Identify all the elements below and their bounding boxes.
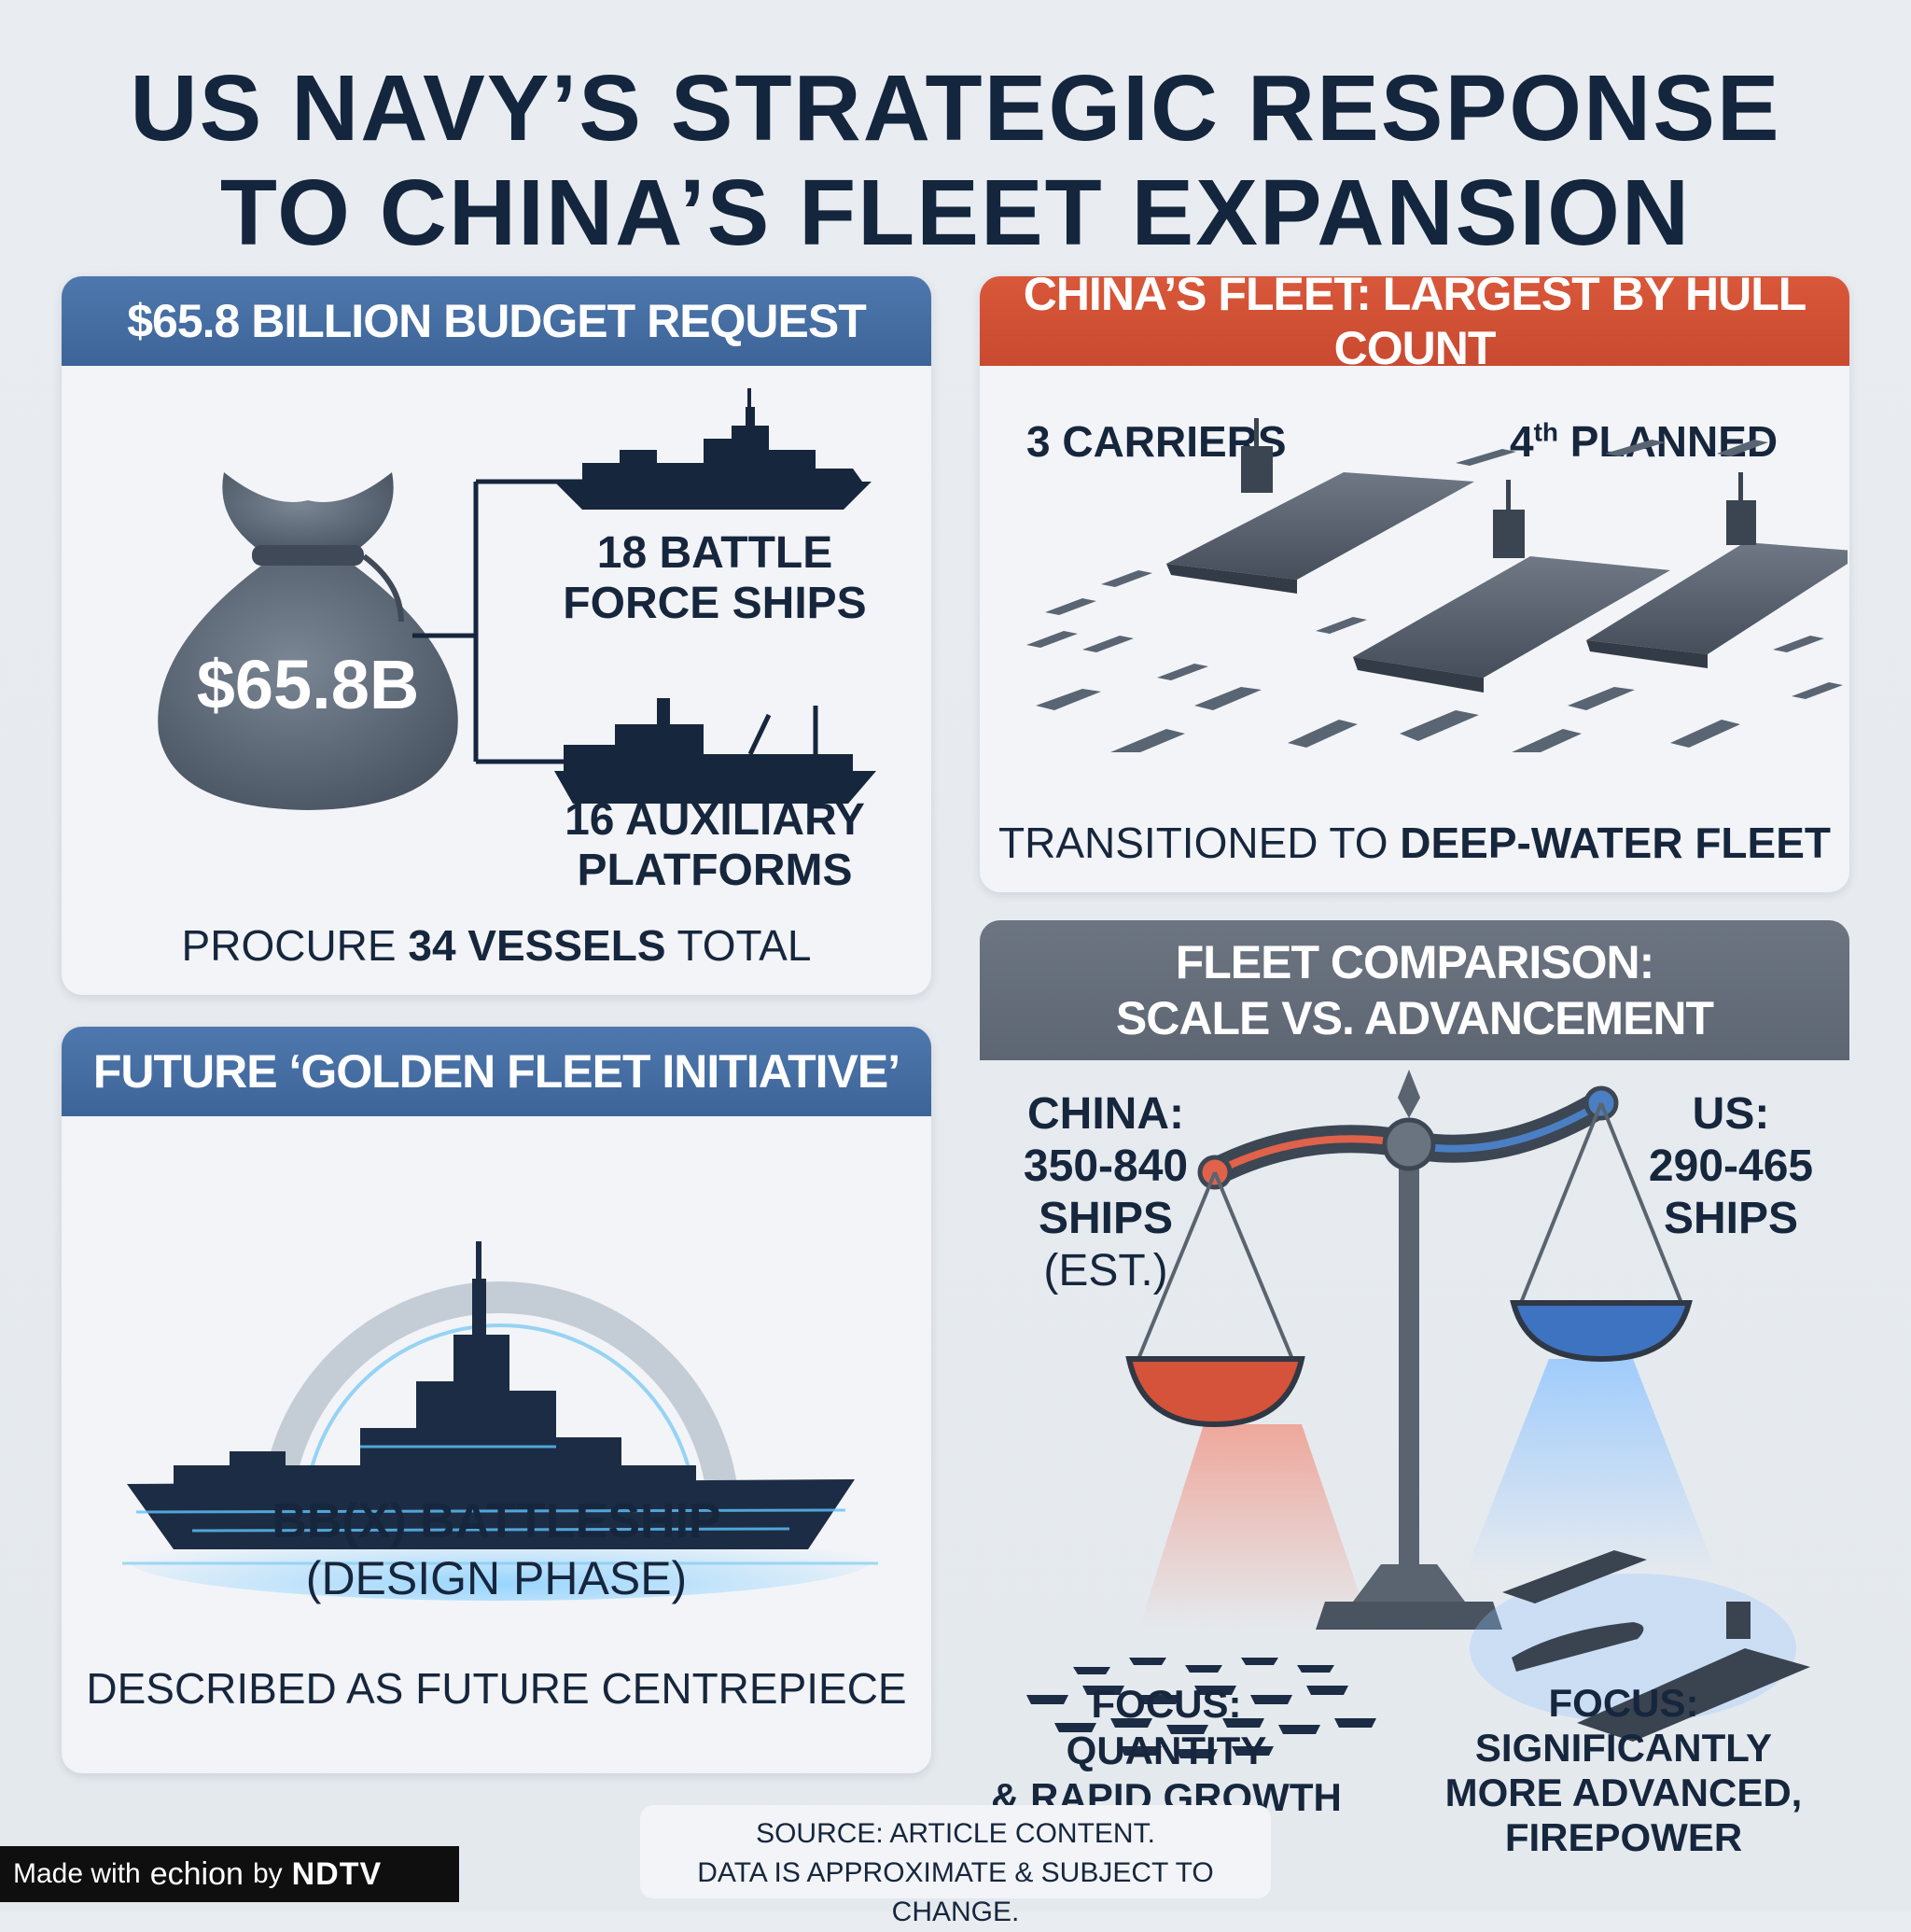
escort-ships bbox=[1026, 440, 1843, 752]
us-count-line-1: US: bbox=[1692, 1089, 1770, 1139]
china-count-line-4: (EST.) bbox=[1043, 1246, 1168, 1295]
bracket-connector bbox=[412, 479, 599, 764]
auxiliary-line-2: PLATFORMS bbox=[577, 846, 853, 895]
by-text: by bbox=[252, 1858, 283, 1889]
echion-logo: echion bbox=[149, 1855, 244, 1892]
comparison-header-line-2: SCALE VS. ADVANCEMENT bbox=[1115, 992, 1714, 1044]
source-line-1: SOURCE: ARTICLE CONTENT. bbox=[756, 1818, 1155, 1849]
china-fleet-header: CHINA’S FLEET: LARGEST BY HULL COUNT bbox=[980, 276, 1849, 374]
china-count-line-3: SHIPS bbox=[1038, 1194, 1174, 1243]
procure-suffix: TOTAL bbox=[665, 921, 812, 970]
planned-text: PLANNED bbox=[1558, 417, 1778, 466]
planned-number: 4 bbox=[1510, 417, 1534, 466]
battle-force-label: 18 BATTLE FORCE SHIPS bbox=[547, 528, 883, 629]
carrier-icon-3 bbox=[1586, 472, 1848, 668]
money-bag-icon bbox=[158, 472, 458, 810]
us-focus-label: FOCUS: SIGNIFICANTLY MORE ADVANCED, FIRE… bbox=[1400, 1681, 1848, 1854]
budget-header: $65.8 BILLION BUDGET REQUEST bbox=[62, 276, 931, 366]
us-focus-line-1: FOCUS: SIGNIFICANTLY bbox=[1474, 1681, 1773, 1770]
carrier-icon-2 bbox=[1353, 480, 1670, 693]
china-count-line-1: CHINA: bbox=[1027, 1089, 1184, 1139]
china-focus-line-1: FOCUS: QUANTITY bbox=[1066, 1682, 1267, 1772]
battleship-icon bbox=[122, 1241, 878, 1601]
us-focus-line-3: FIREPOWER ADVANTAGE bbox=[1504, 1815, 1743, 1854]
auxiliary-line-1: 16 AUXILIARY bbox=[565, 795, 865, 845]
page-title: US NAVY’S STRATEGIC RESPONSE TO CHINA’S … bbox=[0, 56, 1911, 265]
procure-prefix: PROCURE bbox=[181, 921, 409, 970]
china-count-line-2: 350-840 bbox=[1023, 1141, 1189, 1191]
us-focus-line-2: MORE ADVANCED, bbox=[1444, 1771, 1803, 1814]
procure-count: 34 VESSELS bbox=[408, 921, 666, 970]
comparison-panel: FLEET COMPARISON: SCALE VS. ADVANCEMENT … bbox=[980, 920, 1849, 1854]
ndtv-logo: NDTV bbox=[291, 1855, 383, 1892]
title-line-1: US NAVY’S STRATEGIC RESPONSE bbox=[130, 56, 1781, 161]
china-fleet-illustration bbox=[1026, 418, 1848, 752]
battle-force-line-2: FORCE SHIPS bbox=[563, 579, 867, 628]
china-fleet-panel: CHINA’S FLEET: LARGEST BY HULL COUNT 3 C… bbox=[980, 276, 1849, 892]
golden-fleet-panel: FUTURE ‘GOLDEN FLEET INITIATIVE’ BB(X) B… bbox=[62, 1027, 931, 1773]
auxiliary-label: 16 AUXILIARY PLATFORMS bbox=[547, 795, 883, 896]
source-note: SOURCE: ARTICLE CONTENT. DATA IS APPROXI… bbox=[640, 1805, 1271, 1927]
made-with-watermark: Made with echion by NDTV bbox=[0, 1846, 459, 1902]
auxiliary-ship-icon bbox=[554, 698, 876, 804]
battle-ship-icon bbox=[554, 388, 872, 510]
deep-water-prefix: TRANSITIONED TO bbox=[998, 819, 1401, 867]
comparison-header: FLEET COMPARISON: SCALE VS. ADVANCEMENT bbox=[980, 920, 1849, 1060]
china-focus-label: FOCUS: QUANTITY & RAPID GROWTH bbox=[989, 1681, 1344, 1821]
planned-superscript: th bbox=[1533, 417, 1559, 447]
us-count-label: US: 290-465 SHIPS bbox=[1624, 1088, 1838, 1245]
china-count-label: CHINA: 350-840 SHIPS (EST.) bbox=[998, 1088, 1213, 1297]
source-line-2: DATA IS APPROXIMATE & SUBJECT TO CHANGE. bbox=[697, 1857, 1214, 1927]
battleship-name: BB(X) BATTLESHIP bbox=[272, 1494, 721, 1548]
deep-water-label: TRANSITIONED TO DEEP-WATER FLEET bbox=[980, 818, 1849, 868]
battle-force-line-1: 18 BATTLE bbox=[596, 528, 833, 578]
made-with-text: Made with bbox=[13, 1858, 141, 1889]
us-count-line-2: 290-465 bbox=[1648, 1141, 1814, 1191]
deep-water-bold: DEEP-WATER FLEET bbox=[1400, 819, 1831, 867]
golden-fleet-header: FUTURE ‘GOLDEN FLEET INITIATIVE’ bbox=[62, 1027, 931, 1116]
comparison-header-line-1: FLEET COMPARISON: bbox=[1175, 936, 1655, 988]
us-advanced-ships bbox=[1502, 1550, 1810, 1742]
china-fleet-swarm bbox=[1026, 1658, 1376, 1758]
bag-amount: $65.8B bbox=[196, 646, 420, 723]
us-count-line-3: SHIPS bbox=[1663, 1194, 1799, 1243]
carrier-icon-1 bbox=[1166, 418, 1474, 594]
centrepiece-desc: DESCRIBED AS FUTURE CENTREPIECE bbox=[86, 1664, 907, 1713]
planned-label: 4th PLANNED bbox=[1510, 416, 1778, 467]
title-line-2: TO CHINA’S FLEET EXPANSION bbox=[219, 161, 1692, 265]
budget-panel: $65.8 BILLION BUDGET REQUEST $65.8B 18 B… bbox=[62, 276, 931, 995]
balance-scale-icon bbox=[1026, 1070, 1810, 1758]
design-phase: (DESIGN PHASE) bbox=[305, 1552, 688, 1604]
procure-total: PROCURE 34 VESSELS TOTAL bbox=[62, 920, 931, 971]
